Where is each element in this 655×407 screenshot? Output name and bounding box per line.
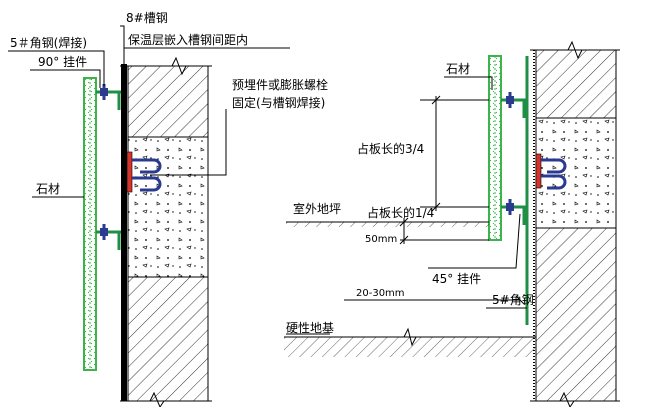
left-hanger-upper bbox=[96, 84, 121, 110]
label-gap: 20-30mm bbox=[356, 288, 405, 299]
label-stone-left: 石材 bbox=[36, 182, 60, 196]
label-hard-foundation: 硬性地基 bbox=[286, 321, 334, 335]
label-angle-steel: 5#角钢 bbox=[492, 293, 534, 307]
right-hanger-upper bbox=[501, 92, 527, 118]
label-fixed: 固定(与槽钢焊接) bbox=[232, 95, 325, 110]
label-insulation: 保温层嵌入槽钢间距内 bbox=[128, 33, 248, 47]
right-leaders bbox=[286, 76, 527, 335]
label-50mm: 50mm bbox=[365, 234, 397, 245]
label-stone-right: 石材 bbox=[446, 62, 470, 76]
label-one-quarter: 占板长的1/4 bbox=[367, 205, 434, 220]
right-stone-panel bbox=[488, 55, 502, 241]
label-three-quarter: 占板长的3/4 bbox=[357, 141, 424, 156]
left-wall bbox=[120, 56, 212, 407]
label-hanger-45: 45° 挂件 bbox=[432, 272, 481, 286]
label-channel-steel: 8#槽钢 bbox=[126, 11, 168, 25]
label-embedded: 预埋件或膨胀螺栓 bbox=[232, 77, 328, 92]
outdoor-ground bbox=[286, 221, 489, 227]
right-embed-plate bbox=[535, 153, 567, 190]
hard-foundation bbox=[284, 327, 536, 357]
label-angle-welded: 5＃角钢(焊接) bbox=[10, 35, 87, 50]
left-stone-panel bbox=[83, 77, 97, 371]
channel-steel-8 bbox=[121, 64, 127, 401]
right-hanger-lower bbox=[501, 199, 527, 225]
left-detail: 8#槽钢 保温层嵌入槽钢间距内 5＃角钢(焊接) 90° 挂件 预埋件或膨胀螺栓… bbox=[8, 11, 328, 407]
left-leaders bbox=[8, 25, 290, 198]
right-wall bbox=[530, 40, 620, 407]
dimension-lines bbox=[344, 95, 525, 305]
left-embed-plate bbox=[126, 151, 162, 193]
right-detail: 石材 占板长的3/4 室外地坪 占板长的1/4 50mm 45° 挂件 20-3… bbox=[284, 40, 620, 407]
label-hanger-90: 90° 挂件 bbox=[38, 55, 87, 69]
label-outdoor-ground: 室外地坪 bbox=[293, 201, 341, 216]
left-hanger-lower bbox=[96, 224, 121, 250]
